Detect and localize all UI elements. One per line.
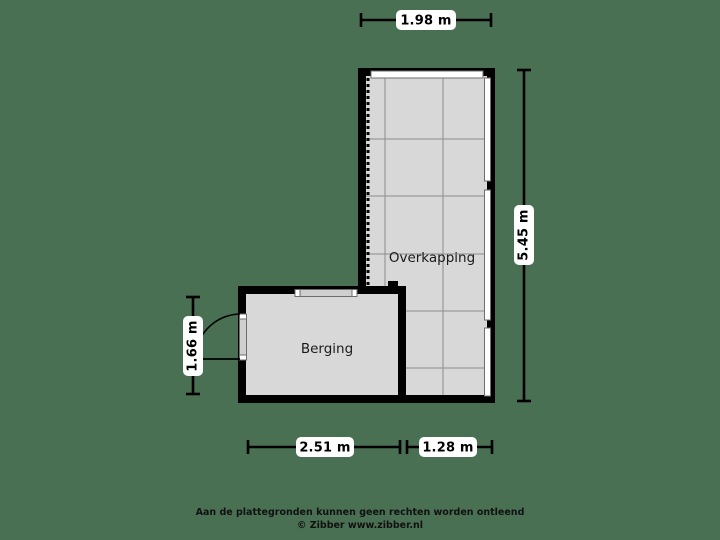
room-label-berging: Berging (301, 341, 353, 357)
dimension-top-label: 1.98 m (400, 14, 451, 29)
dimension-bottom-left: 2.51 m (246, 437, 402, 457)
dimension-right: 5.45 m (514, 68, 534, 403)
overkapping-right-opening (484, 77, 491, 397)
room-label-overkapping: Overkapping (389, 250, 475, 266)
dimension-right-plate (514, 205, 534, 265)
overkapping-top-opening (370, 70, 484, 79)
footer-line-1: Aan de plattegronden kunnen geen rechten… (196, 507, 525, 518)
dimension-bottom-left-plate (296, 437, 354, 457)
footer-line-2: © Zibber www.zibber.nl (297, 520, 423, 531)
dimension-left: 1.66 m (183, 295, 203, 396)
dimension-bottom-right-plate (419, 437, 477, 457)
dimension-left-label: 1.66 m (186, 320, 201, 371)
dimension-left-plate (183, 316, 203, 376)
berging-floor (246, 294, 398, 395)
dimension-top-plate (396, 10, 456, 30)
dimension-right-label: 5.45 m (517, 209, 532, 260)
dimension-top: 1.98 m (359, 10, 493, 30)
overkapping-floor (366, 76, 487, 395)
dimension-bottom-left-label: 2.51 m (299, 441, 350, 456)
dimension-bottom-right-label: 1.28 m (422, 441, 473, 456)
dimension-bottom-right: 1.28 m (405, 437, 494, 457)
berging-window-north (294, 289, 358, 297)
room-overkapping: Overkapping (358, 68, 495, 403)
footer-disclaimer: Aan de plattegronden kunnen geen rechten… (196, 507, 525, 531)
